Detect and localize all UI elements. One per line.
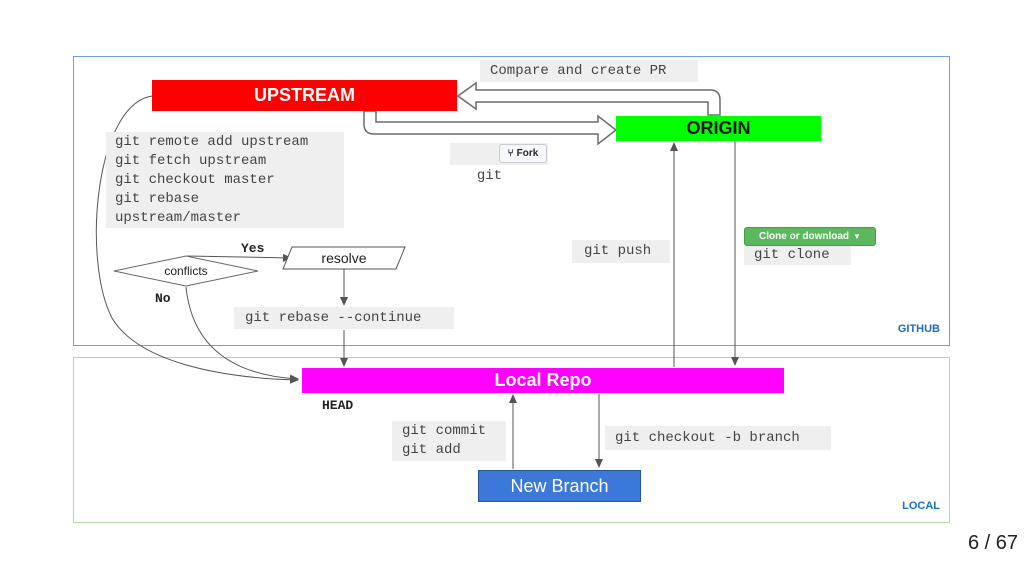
conflicts-diamond — [113, 255, 259, 287]
upstream-label: UPSTREAM — [253, 85, 355, 105]
fork-button-label: Fork — [516, 148, 539, 159]
no-label: No — [155, 291, 171, 306]
conflicts-label: conflicts — [164, 264, 208, 278]
clone-download-label: Clone or download — [759, 231, 850, 242]
local-repo-label: Local Repo — [494, 370, 592, 390]
upstream-node: UPSTREAM — [152, 80, 457, 111]
conflicts-node: conflicts — [140, 262, 232, 280]
fork-arrow — [363, 110, 618, 146]
head-label: HEAD — [322, 398, 354, 413]
checkout-branch-label: git checkout -b branch — [605, 426, 831, 450]
commit-add-label: git commit git add — [392, 421, 506, 461]
resolve-node: resolve — [292, 248, 396, 268]
github-zone-label: GITHUB — [897, 323, 940, 335]
page-number: 6 / 67 — [967, 532, 1018, 554]
origin-node: ORIGIN — [616, 116, 821, 141]
compare-pr-label: Compare and create PR — [480, 60, 698, 82]
git-clone-label: git clone — [744, 246, 851, 265]
local-repo-node: Local Repo — [302, 368, 784, 393]
caret-down-icon: ▼ — [853, 232, 861, 241]
fork-button[interactable]: ⑂ Fork — [499, 144, 547, 163]
resolve-parallelogram — [282, 246, 406, 270]
git-fork-prefix: git — [476, 168, 503, 184]
clone-download-button[interactable]: Clone or download ▼ — [744, 227, 876, 246]
upstream-commands: git remote add upstream git fetch upstre… — [106, 132, 344, 228]
local-zone-label: LOCAL — [902, 500, 940, 512]
fork-icon: ⑂ — [507, 148, 514, 159]
origin-label: ORIGIN — [686, 118, 751, 138]
local-zone: LOCAL — [73, 357, 950, 523]
new-branch-node: New Branch — [478, 470, 641, 502]
rebase-continue-label: git rebase --continue — [234, 307, 454, 329]
yes-label: Yes — [241, 241, 265, 256]
resolve-label: resolve — [321, 250, 367, 266]
git-push-label: git push — [572, 240, 670, 263]
github-zone: GITHUB — [73, 56, 950, 346]
new-branch-label: New Branch — [510, 475, 609, 496]
compare-pr-arrow — [456, 81, 721, 116]
